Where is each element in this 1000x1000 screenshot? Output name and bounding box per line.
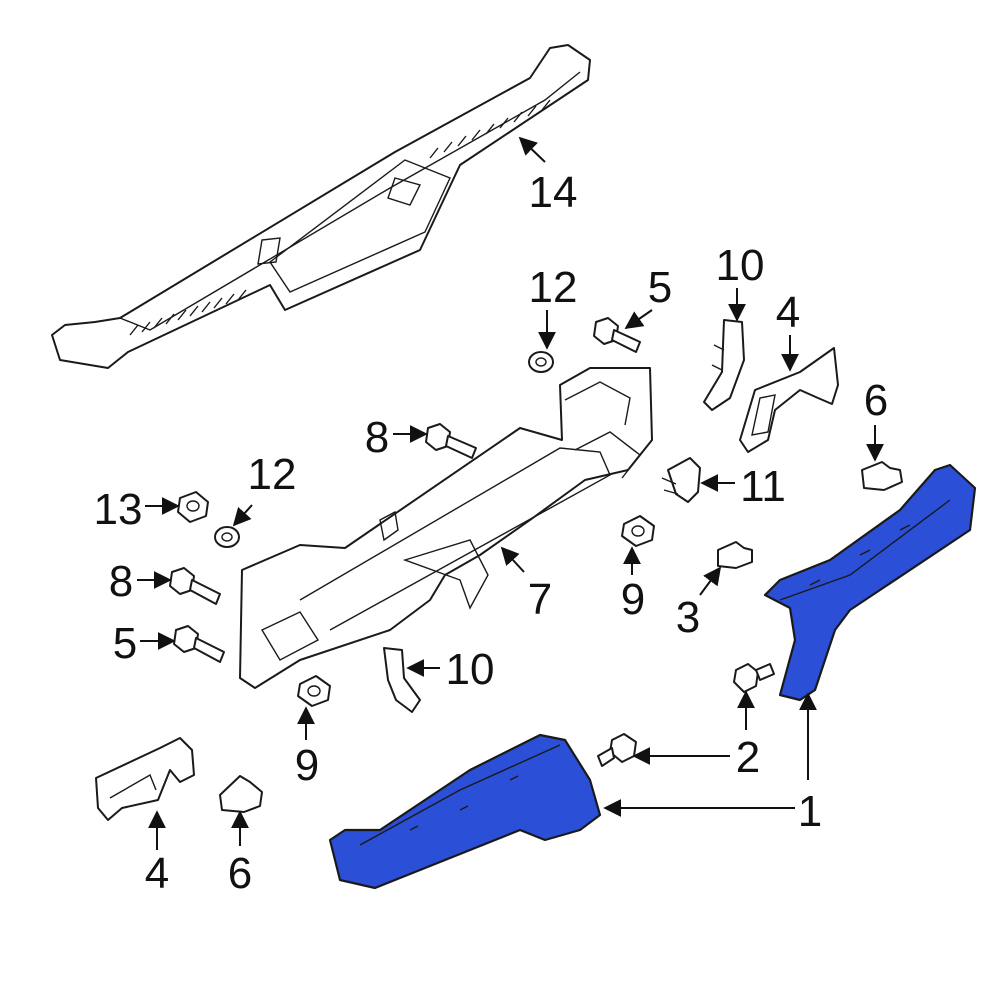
callout-5-upper: 5	[648, 263, 672, 312]
part-6-clip-upper[interactable]	[861, 461, 903, 491]
callout-9-upper: 9	[621, 575, 645, 624]
part-12-washer-lower[interactable]	[214, 526, 240, 548]
callout-6-upper: 6	[864, 376, 888, 425]
callout-10-lower: 10	[446, 645, 495, 694]
part-6-clip-lower[interactable]	[219, 775, 263, 813]
callout-9-lower: 9	[295, 741, 319, 790]
callout-8-upper: 8	[365, 413, 389, 462]
part-8-bolt-upper[interactable]	[425, 423, 477, 459]
callout-6-lower: 6	[228, 849, 252, 898]
callout-14: 14	[529, 168, 578, 217]
part-10-bracket-lower[interactable]	[383, 647, 421, 713]
part-14-step-pad[interactable]	[51, 44, 591, 369]
callout-11: 11	[740, 462, 786, 511]
part-4-bracket-lower[interactable]	[95, 737, 195, 821]
part-3-clip[interactable]	[717, 541, 753, 569]
callout-1: 1	[798, 787, 822, 836]
part-13-nut[interactable]	[177, 491, 209, 523]
part-5-bolt-lower[interactable]	[173, 625, 225, 663]
callout-12-upper: 12	[529, 263, 578, 312]
part-11-stud-plate[interactable]	[661, 457, 701, 503]
part-2-bolt-lower[interactable]	[597, 733, 637, 767]
part-7-hitch-frame[interactable]	[239, 367, 653, 689]
part-2-bolt-upper[interactable]	[733, 663, 775, 693]
part-1-step-right[interactable]	[763, 463, 977, 702]
part-10-bracket-upper[interactable]	[703, 319, 745, 411]
callout-5-lower: 5	[113, 619, 137, 668]
callout-2: 2	[736, 733, 760, 782]
callout-3: 3	[676, 593, 700, 642]
callout-labels: 14 12 5 10 4 6 8 13 12 11 8 9 7 3 5 10 9…	[94, 168, 889, 898]
callout-4-upper: 4	[776, 288, 800, 337]
callout-4-lower: 4	[145, 849, 169, 898]
part-4-bracket-upper[interactable]	[739, 347, 839, 453]
callout-10-upper: 10	[716, 241, 765, 290]
callout-8-lower: 8	[109, 557, 133, 606]
leader-lines	[137, 136, 884, 850]
callout-12-lower: 12	[248, 450, 297, 499]
part-9-nut-lower[interactable]	[297, 675, 331, 707]
callout-7: 7	[528, 575, 552, 624]
part-5-bolt-upper[interactable]	[593, 317, 641, 353]
part-12-washer-upper[interactable]	[528, 351, 554, 373]
part-9-nut-upper[interactable]	[621, 515, 655, 547]
callout-13: 13	[94, 485, 143, 534]
part-8-bolt-lower[interactable]	[169, 567, 221, 605]
part-1-step-left[interactable]	[328, 733, 602, 890]
